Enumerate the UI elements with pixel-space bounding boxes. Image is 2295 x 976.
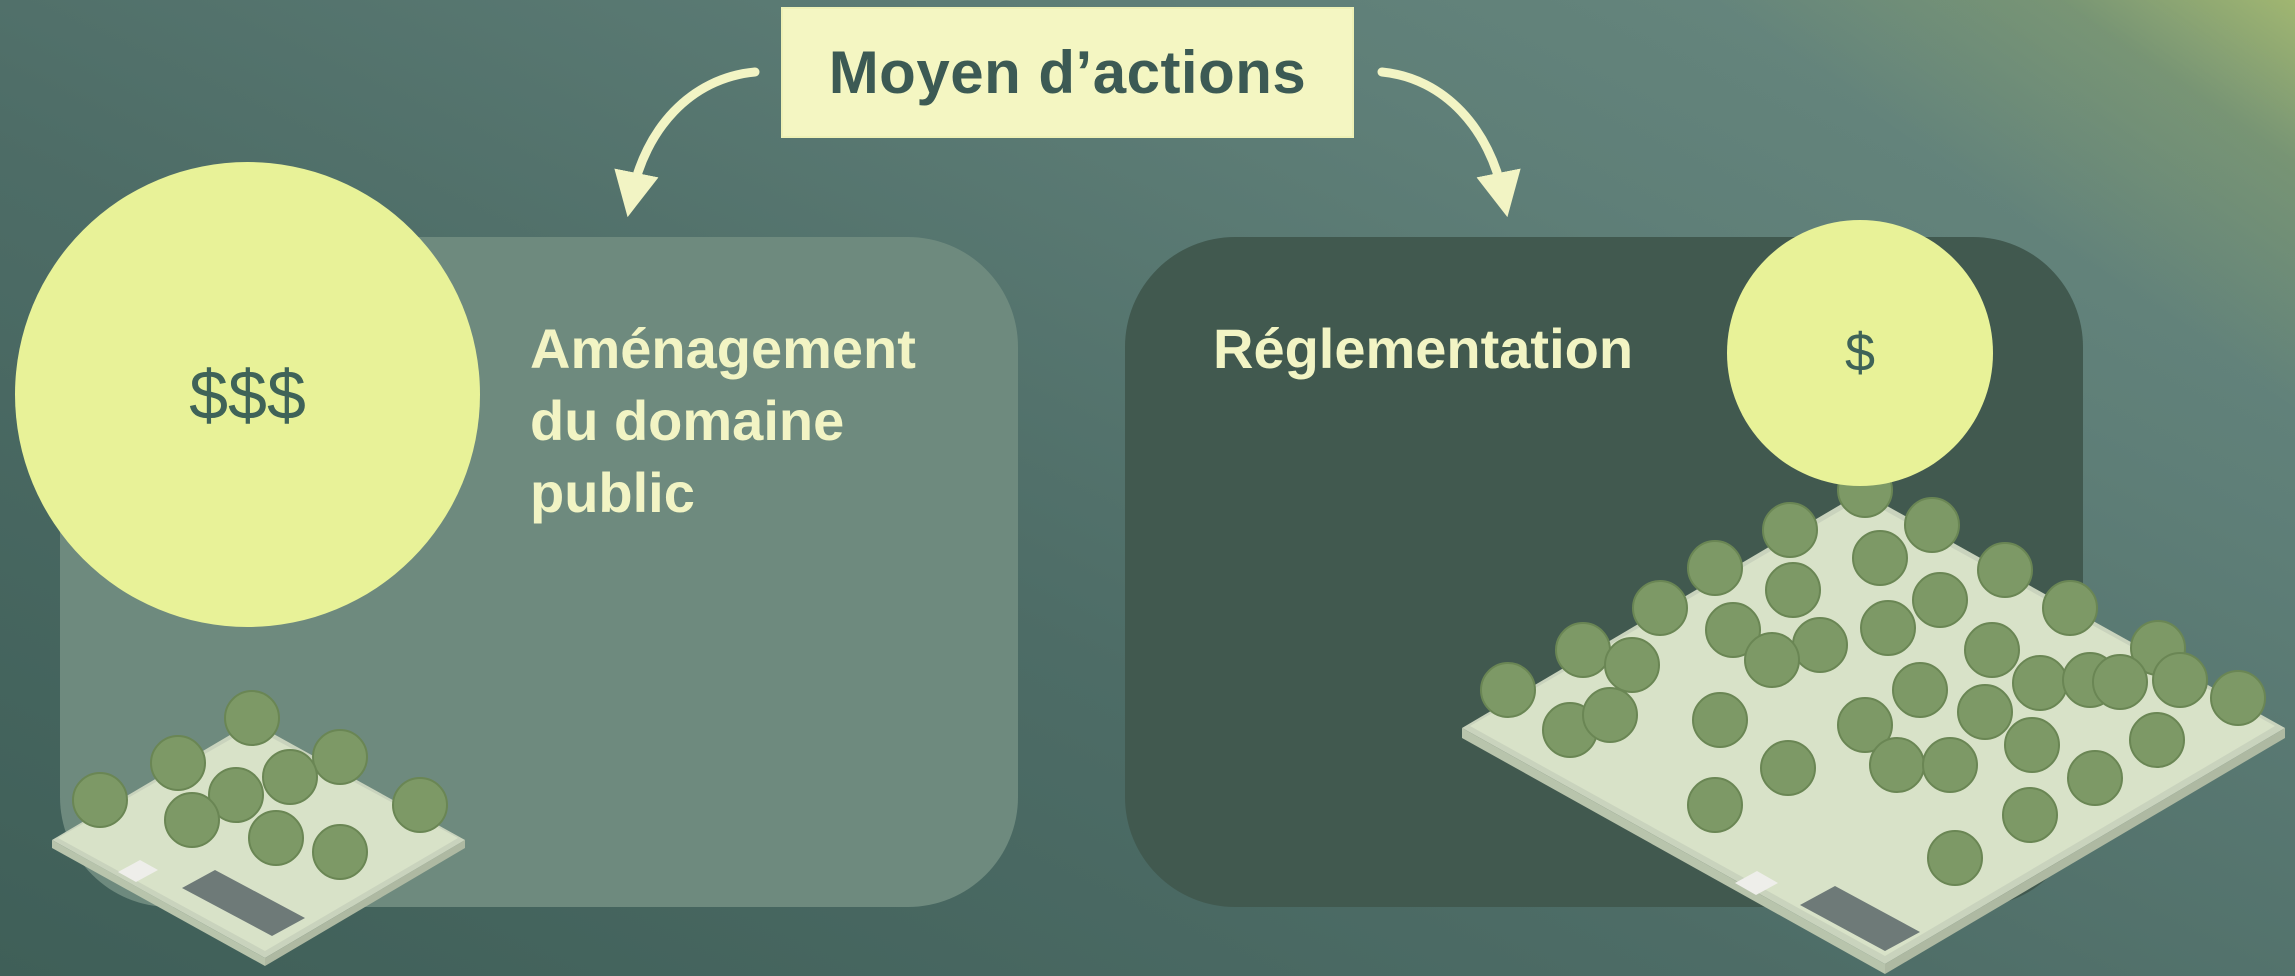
large-lot-trees bbox=[1480, 462, 2266, 886]
high-cost-circle: $$$ bbox=[15, 162, 480, 627]
left-curved-arrow-icon bbox=[614, 67, 760, 218]
reglementation-heading: Réglementation bbox=[1213, 317, 1634, 380]
amenagement-heading: Aménagement du domaine public bbox=[530, 317, 916, 524]
high-cost-label: $$$ bbox=[189, 355, 306, 434]
page-title: Moyen d’actions bbox=[828, 39, 1307, 106]
low-cost-circle: $ bbox=[1727, 220, 1993, 486]
title-box: Moyen d’actions bbox=[781, 7, 1354, 138]
low-cost-label: $ bbox=[1844, 323, 1876, 383]
right-curved-arrow-icon bbox=[1377, 67, 1521, 218]
small-lot-trees bbox=[72, 690, 448, 880]
